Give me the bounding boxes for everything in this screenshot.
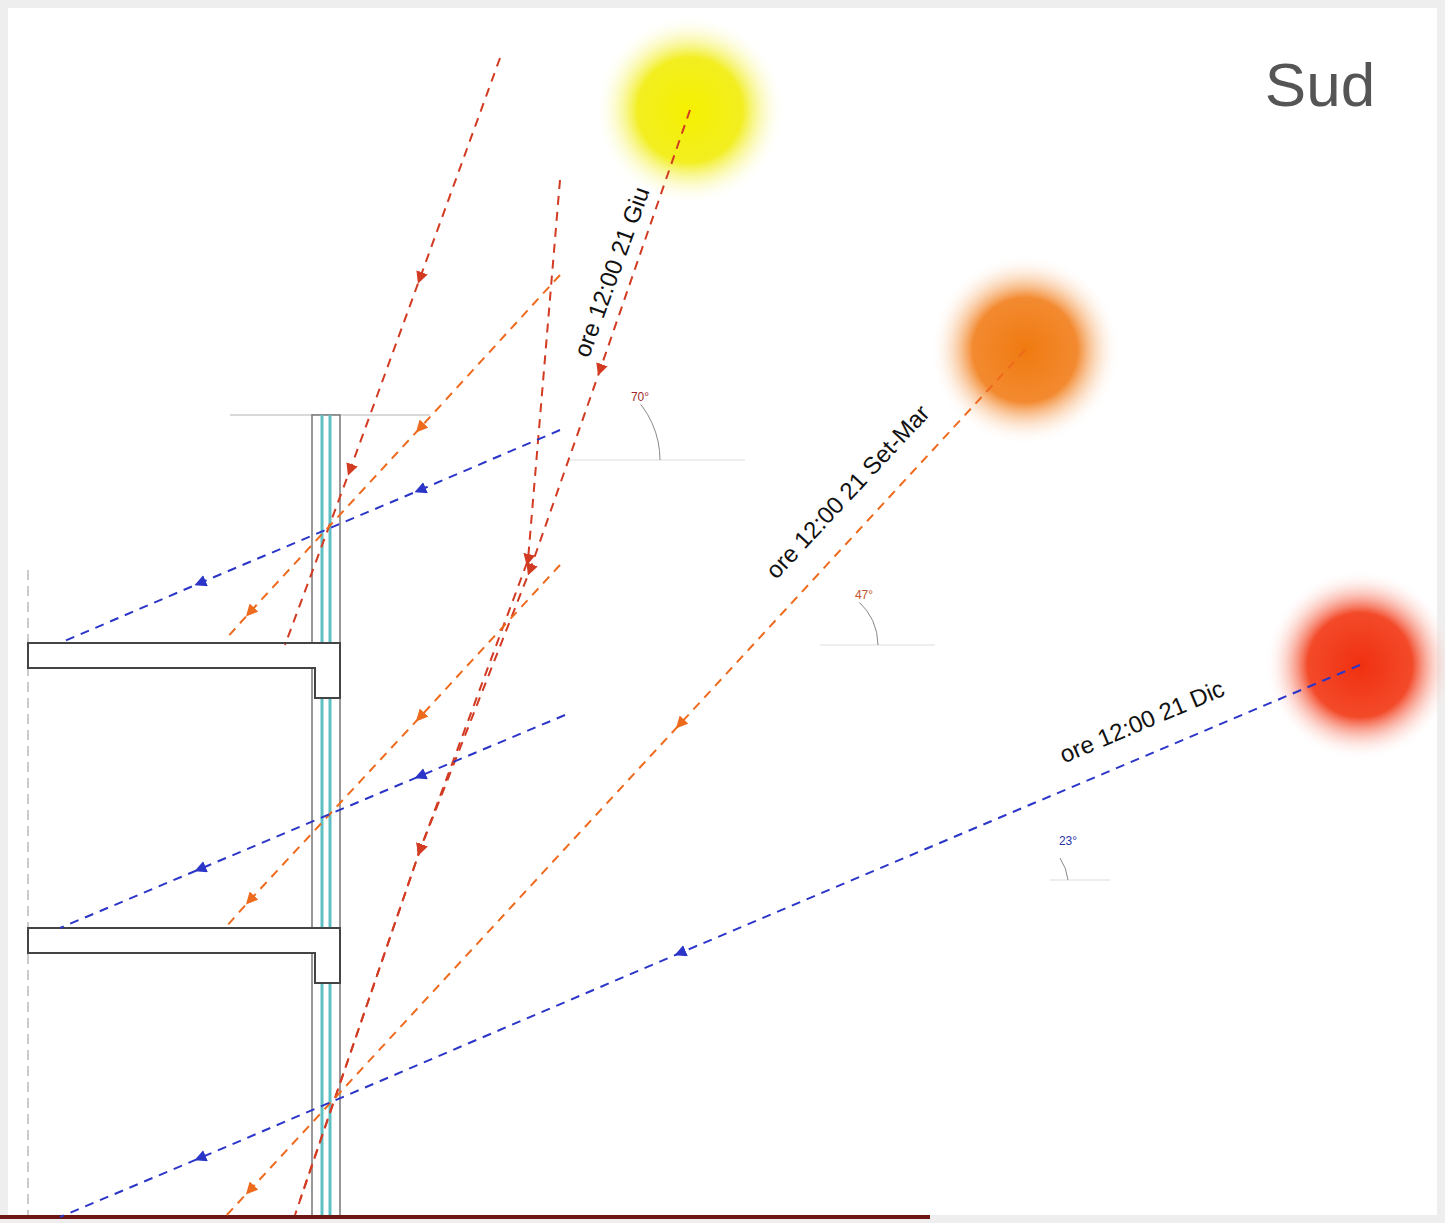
equinox-rays: [225, 275, 1025, 1217]
sun-time-label: ore 12:00 21 Dic: [1053, 674, 1231, 769]
angle-value: 23°: [1056, 835, 1080, 848]
angle-value: 47°: [852, 589, 876, 602]
angle-marks: [570, 393, 1110, 880]
sun-time-label: ore 12:00 21 Giu: [568, 181, 656, 364]
sun-time-label: ore 12:00 21 Set-Mar: [759, 398, 937, 586]
sun-december: [1265, 570, 1445, 760]
direction-label: Sud: [1262, 51, 1378, 119]
angle-value: 70°: [628, 391, 652, 404]
december-rays: [60, 430, 1360, 1217]
june-rays: [285, 58, 690, 1215]
